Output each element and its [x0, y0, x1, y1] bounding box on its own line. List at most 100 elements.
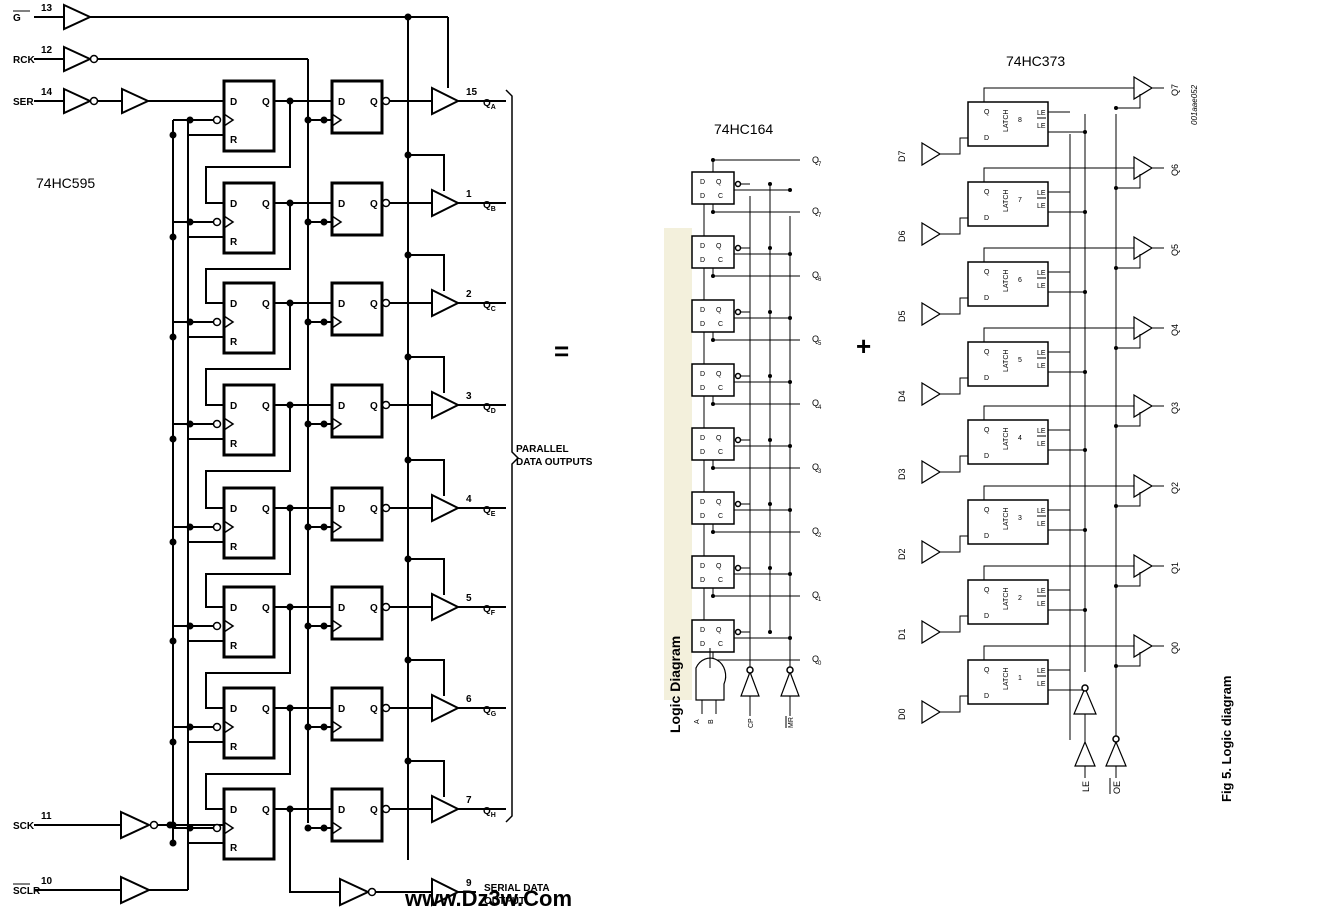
latch-block — [967, 419, 1049, 465]
junction-dot — [1083, 448, 1087, 452]
inverter-bubble — [734, 500, 742, 508]
latch-le-label: LE — [1037, 283, 1046, 290]
pin-number: 11 — [41, 811, 52, 822]
latch-d-label: D — [984, 375, 989, 382]
le-input-buffer — [1074, 740, 1096, 767]
inverter-bubble — [381, 400, 391, 410]
inverter-bubble — [734, 436, 742, 444]
shift-flipflop — [691, 427, 735, 461]
input-buffer — [921, 381, 942, 407]
latch-word: LATCH — [1003, 110, 1010, 132]
input-label-rck: RCK — [13, 55, 35, 66]
output-subscript: H — [491, 812, 496, 819]
output-label-q4: Q — [812, 398, 819, 408]
inverter-bubble — [734, 180, 742, 188]
output-label-qf: QF — [483, 604, 496, 617]
pin-number: 13 — [41, 3, 53, 14]
le-buffer — [1073, 686, 1097, 715]
shift-register-flipflop — [222, 79, 276, 153]
output-pin-number: 5 — [466, 593, 472, 604]
wire — [205, 607, 291, 709]
wire — [505, 89, 520, 823]
ff-c-label: C — [718, 641, 723, 648]
ff-q-label: Q — [716, 563, 722, 570]
junction-dot — [186, 116, 194, 124]
ff-c-label: C — [718, 577, 723, 584]
ff-q-label: Q — [262, 199, 270, 210]
ff-q-label: Q — [716, 307, 722, 314]
output-pin-number: 6 — [466, 694, 472, 705]
wire — [983, 565, 1134, 580]
inverter-bubble — [212, 217, 222, 227]
junction-dot — [1114, 584, 1118, 588]
pin-number: 10 — [41, 876, 53, 887]
junction-dot — [768, 438, 772, 442]
output-subscript: E — [491, 511, 496, 518]
input-buffer — [921, 301, 942, 327]
inverter-bubble — [381, 602, 391, 612]
wire — [223, 720, 235, 734]
buffer-gate — [63, 3, 93, 31]
junction-dot — [186, 824, 194, 832]
buffer-gate — [121, 87, 151, 115]
inverter-bubble — [381, 503, 391, 513]
wire — [223, 821, 235, 835]
ff-d-label: D — [338, 401, 345, 412]
ff-q-label: Q — [370, 299, 378, 310]
ff-d-label: D — [230, 299, 237, 310]
junction-dot — [768, 502, 772, 506]
ff-d-label: D — [338, 199, 345, 210]
inverter-bubble — [212, 522, 222, 532]
shift-flipflop — [691, 619, 735, 653]
ff-q-label: Q — [262, 603, 270, 614]
output-label-qe: QE — [483, 505, 496, 518]
output-buffer — [1133, 473, 1154, 499]
ff-d-label: D — [338, 504, 345, 515]
wire — [712, 396, 800, 405]
output-subscript: 0 — [818, 661, 822, 667]
junction-dot — [788, 188, 792, 192]
latch-q-label: Q — [984, 427, 990, 434]
wire — [983, 645, 1134, 660]
output-buffer — [1133, 315, 1154, 341]
wire — [940, 615, 968, 633]
wire — [331, 417, 343, 431]
junction-dot — [788, 316, 792, 320]
wire — [983, 247, 1134, 262]
wire — [940, 137, 968, 155]
latch-word: LATCH — [1003, 270, 1010, 292]
ff-d-label: D — [230, 401, 237, 412]
input-label-d6: D6 — [897, 230, 907, 242]
ff-d-label: D — [700, 499, 705, 506]
output-label-q7: Q7 — [1170, 84, 1180, 96]
and-gate — [695, 657, 727, 701]
buffer-gate — [63, 45, 93, 73]
output-label-qb: QB — [483, 200, 496, 213]
output-label-q0: Q0 — [1170, 642, 1180, 654]
input-label-d5: D5 — [897, 310, 907, 322]
inverter-bubble — [734, 564, 742, 572]
junction-dot — [1114, 346, 1118, 350]
junction-dot — [304, 116, 312, 124]
mr-buffer — [780, 670, 800, 697]
input-label-cp: CP — [748, 718, 755, 728]
pin-number: 12 — [41, 45, 53, 56]
buffer-gate — [431, 288, 461, 318]
output-label-qh: QH — [483, 806, 496, 819]
output-label-q4: Q4 — [1170, 324, 1180, 336]
equals-sign: = — [554, 336, 569, 366]
latch-block — [967, 579, 1049, 625]
junction-dot — [711, 594, 715, 598]
latch-block — [967, 341, 1049, 387]
latch-q-label: Q — [984, 349, 990, 356]
junction-dot — [320, 723, 328, 731]
hc164-title: 74HC164 — [714, 121, 773, 137]
serial-output-label-1: SERIAL DATA — [484, 883, 550, 894]
input-buffer — [921, 539, 942, 565]
output-label-top: Q — [812, 155, 819, 165]
wire — [1116, 334, 1141, 349]
storage-register-flipflop — [330, 383, 384, 439]
wire — [408, 659, 445, 696]
doc-code: 001aae052 — [1190, 84, 1199, 125]
output-pin-number: 4 — [466, 494, 472, 505]
